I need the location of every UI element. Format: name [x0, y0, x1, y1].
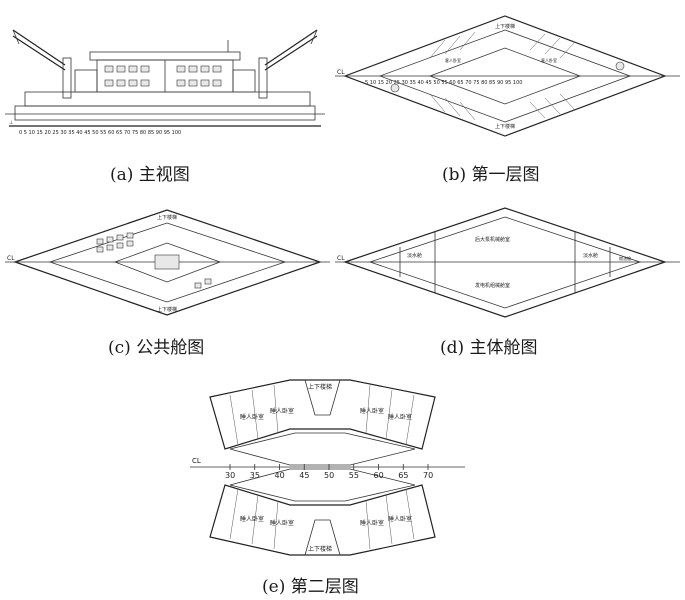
second-floor-stairs-bottom: 上下楼梯	[308, 545, 332, 553]
second-floor-sleep-4: 睡人卧室	[388, 413, 412, 421]
frame-number: 35	[250, 471, 260, 480]
frame-number: 60	[374, 471, 384, 480]
main-body-top-room: 后大泵机械舱室	[475, 236, 510, 243]
first-floor-room-label-2: 客人卧室	[541, 57, 557, 63]
svg-text:5 10 15 20 25 30 35 40 45 50 5: 5 10 15 20 25 30 35 40 45 50 55 60 65 70…	[365, 80, 522, 86]
second-floor-sleep-1: 睡人卧室	[240, 413, 264, 421]
frame-number: 50	[324, 471, 334, 480]
public-cabin-cl-label: CL	[7, 255, 15, 262]
first-floor-cabins-upper	[429, 31, 576, 59]
second-floor-drawing: CL 上下楼梯 上下楼梯 睡人卧室 睡人卧室 睡人卧室 睡人卧室 睡人卧室 睡人…	[190, 379, 465, 556]
frame-number: 65	[398, 471, 408, 480]
main-body-water-left: 淡水舱	[407, 252, 422, 259]
main-body-bottom-room: 发电机组械舱室	[475, 282, 510, 289]
second-floor-stairs-top: 上下楼梯	[308, 383, 332, 391]
first-floor-frame-numbers: 5 10 15 20 25 30 35 40 45 50 55 60 65 70…	[365, 80, 522, 86]
public-cabin-stairs-bottom: 上下楼梯	[157, 306, 177, 313]
front-view-windows	[104, 65, 222, 87]
frame-number: 40	[275, 471, 285, 480]
second-floor-cabin-walls	[229, 379, 415, 556]
public-cabin-tables	[96, 232, 212, 289]
panel-public-cabin: CL 上下楼梯 上下楼梯	[5, 205, 330, 320]
caption-public-cabin: (c) 公共舱图	[108, 338, 205, 358]
public-cabin-stairs-top: 上下楼梯	[157, 214, 177, 221]
second-floor-cl-label: CL	[192, 457, 201, 465]
svg-text:⊥: ⊥	[9, 120, 13, 126]
first-floor-drawing: CL 上下楼梯 上下楼梯 客人卧室 客人卧室 5 10 15 20 25 30 …	[335, 15, 680, 137]
public-cabin-drawing: CL 上下楼梯 上下楼梯	[5, 209, 330, 316]
second-floor-frame-ticks: 30 35 40 45 50 55 60 65 70	[225, 464, 433, 480]
caption-first-floor: (b) 第一层图	[442, 165, 540, 185]
caption-main-body-cabin: (d) 主体舱图	[440, 338, 538, 358]
first-floor-room-label: 客人卧室	[445, 57, 461, 63]
frame-number: 30	[225, 471, 235, 480]
panel-second-floor: CL 上下楼梯 上下楼梯 睡人卧室 睡人卧室 睡人卧室 睡人卧室 睡人卧室 睡人…	[190, 375, 465, 560]
second-floor-sleep-8: 睡人卧室	[388, 515, 412, 523]
panel-first-floor: CL 上下楼梯 上下楼梯 客人卧室 客人卧室 5 10 15 20 25 30 …	[335, 10, 680, 140]
frame-number: 55	[349, 471, 359, 480]
frame-number: 70	[423, 471, 433, 480]
first-floor-cabins-lower	[429, 93, 576, 121]
caption-front-view: (a) 主视图	[110, 165, 190, 185]
main-body-cabin-drawing: CL 后大泵机械舱室 发电机组械舱室 淡水舱 淡水舱 燃油舱	[335, 207, 680, 318]
panel-main-body-cabin: CL 后大泵机械舱室 发电机组械舱室 淡水舱 淡水舱 燃油舱	[335, 205, 680, 320]
first-floor-cl-label: CL	[337, 69, 345, 76]
main-body-fuel: 燃油舱	[619, 255, 631, 261]
second-floor-sleep-2: 睡人卧室	[270, 407, 294, 415]
first-floor-stairs-top: 上下楼梯	[495, 23, 515, 30]
second-floor-sleep-3: 睡人卧室	[360, 407, 384, 415]
main-body-water-right: 淡水舱	[583, 252, 598, 259]
panel-front-view: ⊥ 0 5 10 15 20 25 30 35 40 45 50 55 60 6…	[5, 10, 325, 140]
second-floor-sleep-6: 睡人卧室	[270, 519, 294, 527]
caption-second-floor: (e) 第二层图	[262, 577, 359, 597]
front-view-drawing: ⊥ 0 5 10 15 20 25 30 35 40 45 50 55 60 6…	[5, 29, 325, 136]
second-floor-sleep-5: 睡人卧室	[240, 515, 264, 523]
front-view-frame-scale: 0 5 10 15 20 25 30 35 40 45 50 55 60 65 …	[19, 130, 181, 136]
second-floor-sleep-7: 睡人卧室	[360, 519, 384, 527]
main-body-cl-label: CL	[337, 255, 345, 262]
svg-text:0 5 10 15 20 25 30 35 40 45 50: 0 5 10 15 20 25 30 35 40 45 50 55 60 65 …	[19, 130, 181, 136]
frame-number: 45	[299, 471, 309, 480]
first-floor-stairs-bottom: 上下楼梯	[495, 123, 515, 130]
